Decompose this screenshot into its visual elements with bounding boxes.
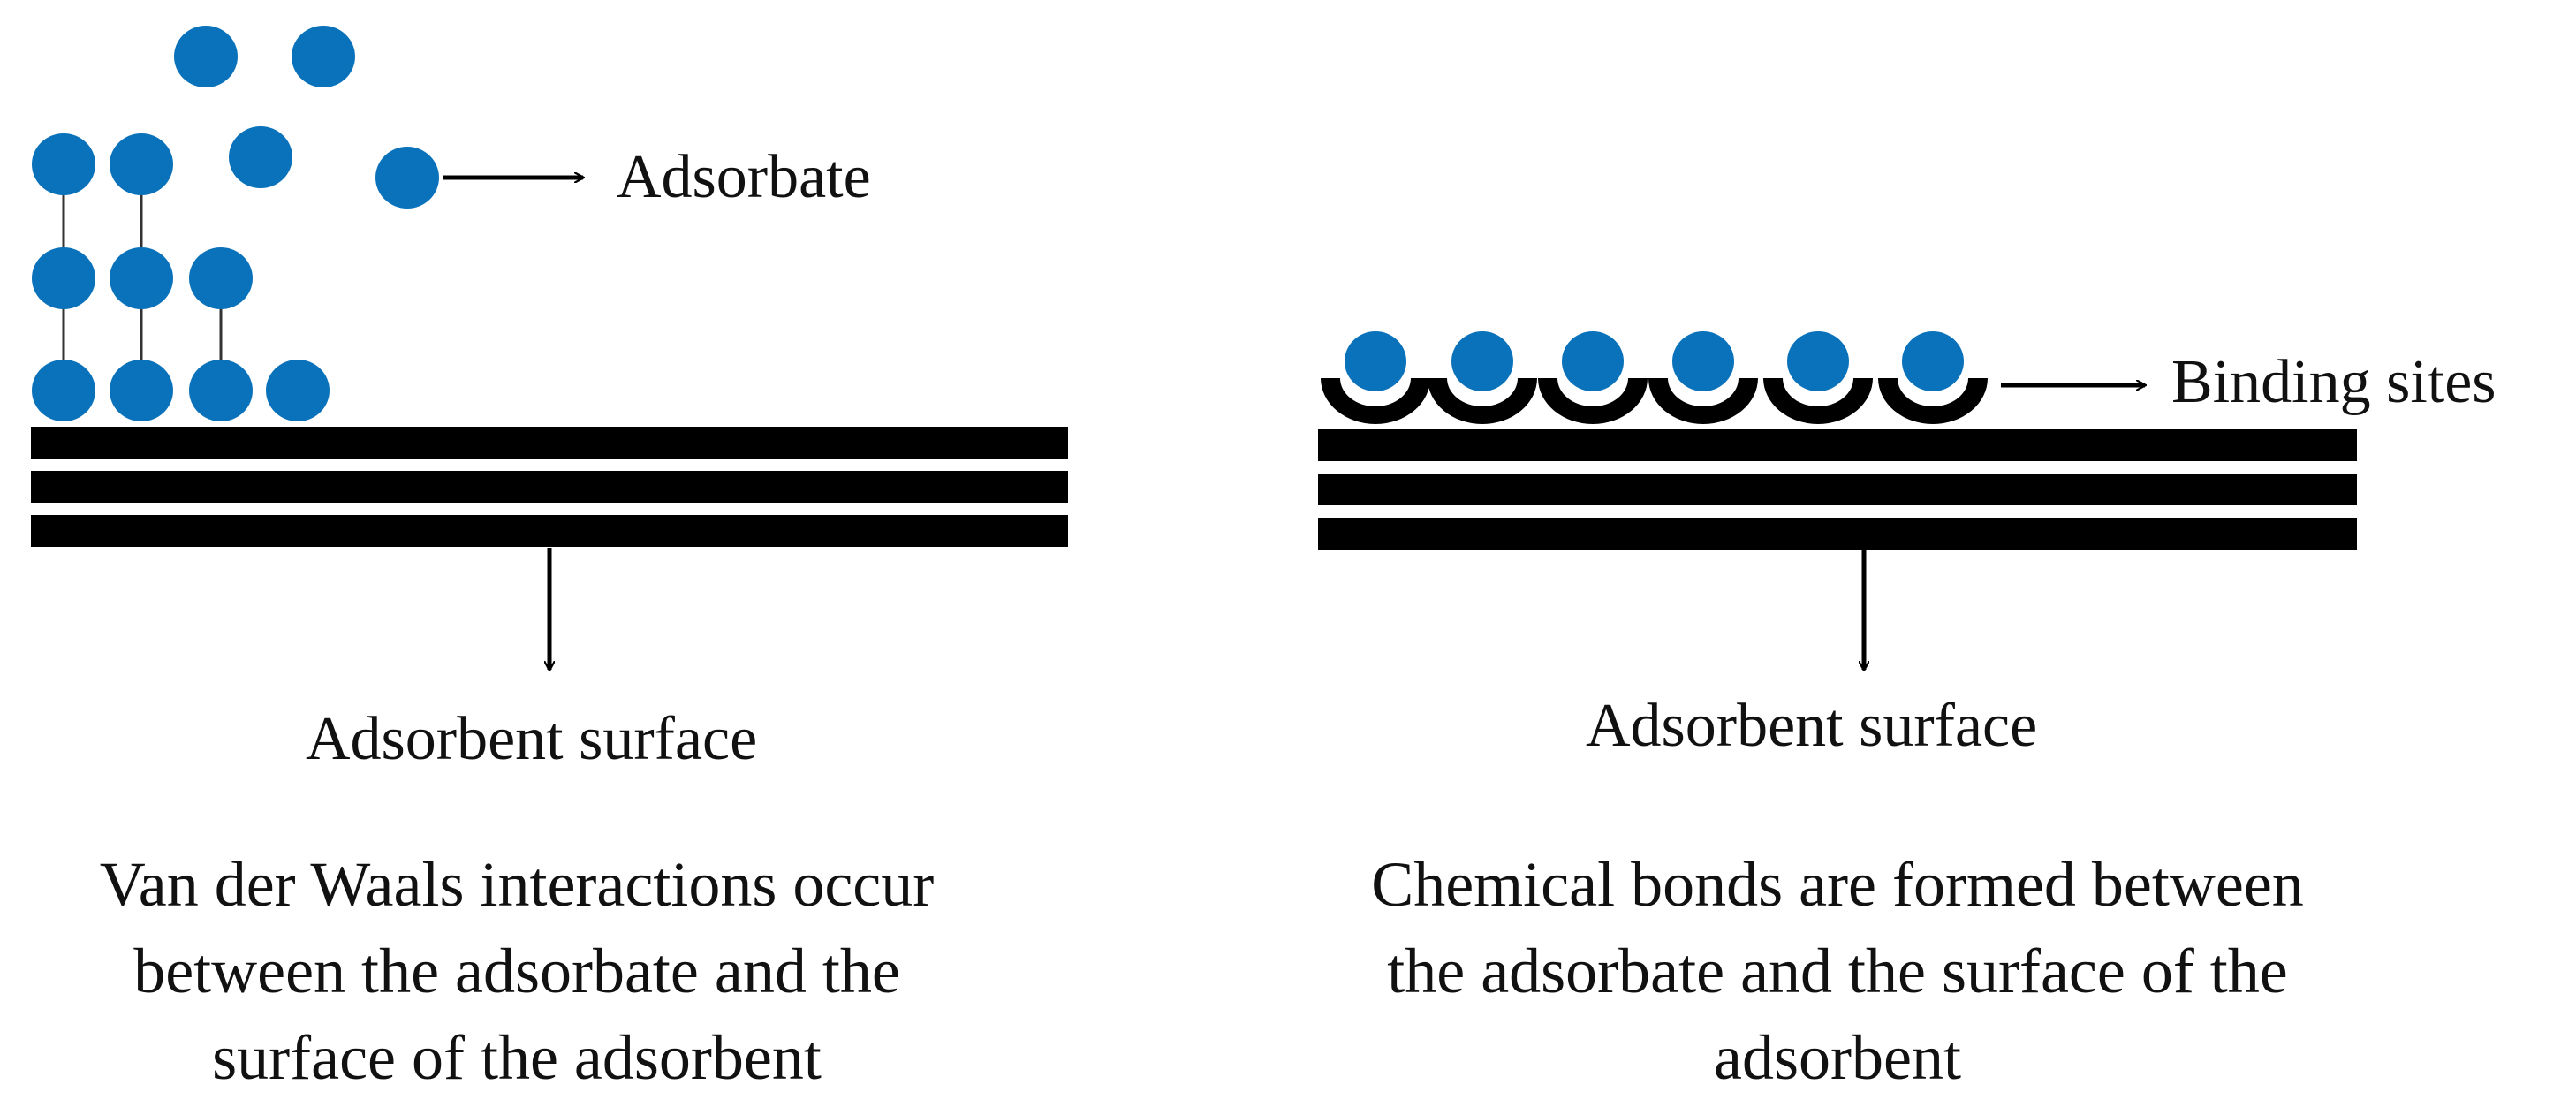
adsorbate-molecule bbox=[110, 247, 173, 309]
adsorbent-surface-label-left: Adsorbent surface bbox=[306, 705, 758, 773]
adsorbent-surface-label-right: Adsorbent surface bbox=[1586, 692, 2038, 760]
surface-layer bbox=[1318, 518, 2357, 550]
caption-line: Chemical bonds are formed between bbox=[1371, 849, 2304, 920]
caption-line: between the adsorbate and the bbox=[133, 936, 900, 1006]
adsorbate-molecule bbox=[174, 26, 238, 87]
binding-site bbox=[1648, 378, 1758, 424]
adsorbate-molecule bbox=[1787, 331, 1849, 391]
adsorbate-molecule bbox=[1451, 331, 1513, 391]
binding-site bbox=[1763, 378, 1873, 424]
adsorbent-surface-left bbox=[31, 427, 1068, 547]
adsorbate-molecule bbox=[1345, 331, 1406, 391]
surface-layer bbox=[1318, 429, 2357, 461]
caption-line: the adsorbate and the surface of the bbox=[1387, 936, 2288, 1006]
binding-sites-label: Binding sites bbox=[2171, 348, 2496, 416]
adsorbate-molecule bbox=[375, 147, 439, 209]
binding-site bbox=[1428, 378, 1537, 424]
adsorbate-molecule bbox=[189, 360, 253, 421]
adsorbate-molecule bbox=[1562, 331, 1624, 391]
adsorbate-molecule bbox=[1672, 331, 1734, 391]
adsorbate-molecule bbox=[32, 133, 95, 195]
adsorbate-molecule bbox=[110, 360, 173, 421]
adsorbate-molecule bbox=[266, 360, 330, 421]
surface-layer bbox=[31, 471, 1068, 503]
adsorbate-molecule bbox=[110, 133, 173, 195]
physisorption-panel bbox=[31, 26, 1068, 670]
adsorbate-molecule bbox=[189, 247, 253, 309]
surface-layer bbox=[1318, 474, 2357, 505]
adsorbent-surface-right bbox=[1318, 429, 2357, 550]
adsorbate-molecules bbox=[32, 26, 439, 421]
binding-site bbox=[1538, 378, 1648, 424]
chemisorption-panel bbox=[1318, 331, 2357, 670]
adsorbate-molecule bbox=[292, 26, 355, 87]
binding-site bbox=[1878, 378, 1988, 424]
adsorbate-molecule bbox=[32, 247, 95, 309]
surface-layer bbox=[31, 515, 1068, 547]
binding-sites bbox=[1321, 378, 1988, 424]
caption-line: surface of the adsorbent bbox=[212, 1022, 822, 1093]
binding-site bbox=[1321, 378, 1430, 424]
physisorption-caption: Van der Waals interactions occur between… bbox=[18, 841, 1016, 1101]
adsorbate-molecule bbox=[32, 360, 95, 421]
caption-line: adsorbent bbox=[1714, 1022, 1961, 1093]
adsorbate-molecule bbox=[1902, 331, 1964, 391]
surface-layer bbox=[31, 427, 1068, 459]
chemisorption-caption: Chemical bonds are formed between the ad… bbox=[1272, 841, 2403, 1101]
caption-line: Van der Waals interactions occur bbox=[99, 849, 935, 920]
adsorbate-label: Adsorbate bbox=[617, 143, 871, 211]
bound-adsorbate-molecules bbox=[1345, 331, 1964, 391]
adsorbate-molecule bbox=[229, 126, 292, 188]
